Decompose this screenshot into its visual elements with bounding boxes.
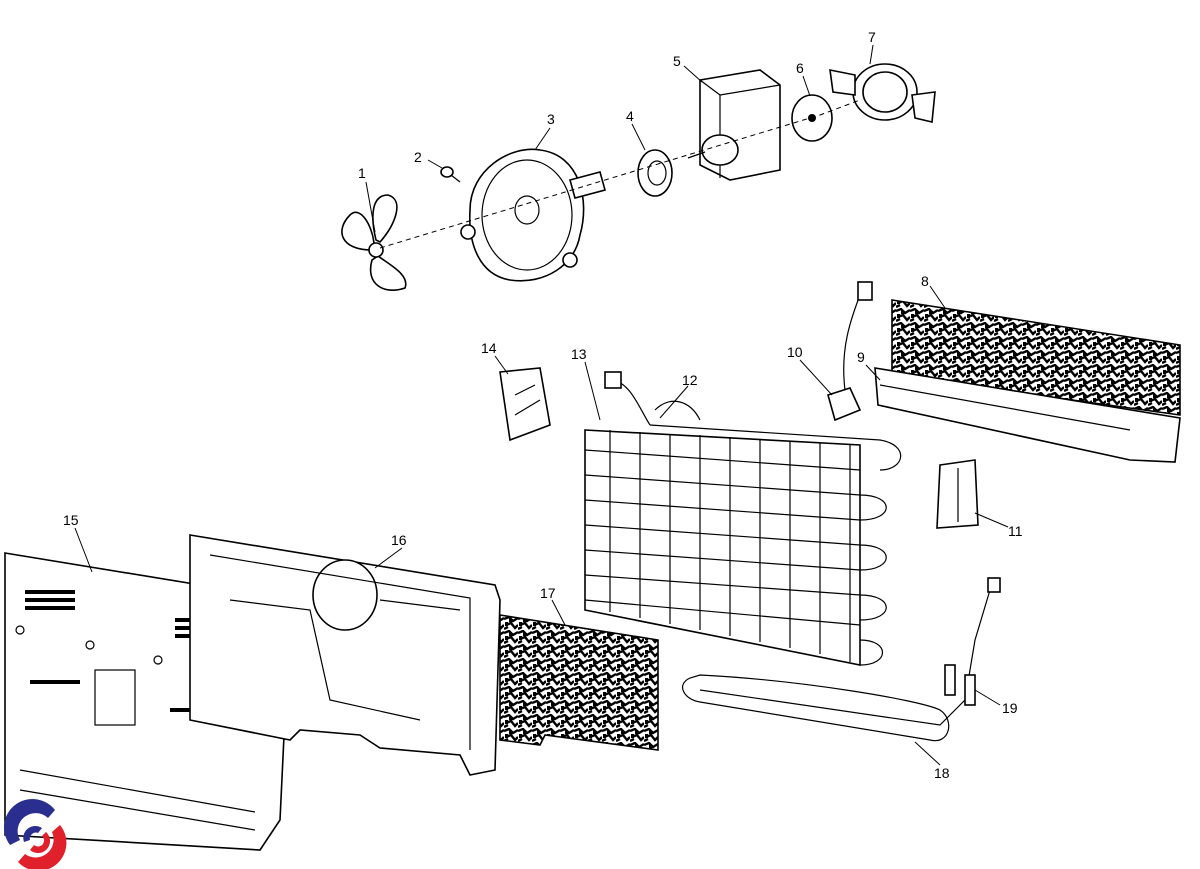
part-evaporator-coil xyxy=(584,371,902,666)
leader-lines xyxy=(74,44,1009,766)
part-motor-bracket xyxy=(460,148,606,282)
callout-5: 5 xyxy=(673,53,681,69)
callout-13: 13 xyxy=(571,346,587,362)
callout-labels: 1 2 3 4 5 6 7 8 9 10 11 12 13 14 15 16 1… xyxy=(63,29,1023,781)
part-foam-block xyxy=(499,367,551,442)
callout-7: 7 xyxy=(868,29,876,45)
callout-6: 6 xyxy=(796,60,804,76)
callout-9: 9 xyxy=(857,349,865,365)
callout-2: 2 xyxy=(414,149,422,165)
callout-19: 19 xyxy=(1002,700,1018,716)
callout-18: 18 xyxy=(934,765,950,781)
part-fan-motor xyxy=(687,69,781,181)
callout-15: 15 xyxy=(63,512,79,528)
callout-16: 16 xyxy=(391,532,407,548)
callout-1: 1 xyxy=(358,165,366,181)
callout-11: 11 xyxy=(1008,523,1023,539)
part-fan-blade xyxy=(341,194,407,291)
part-heater-connector xyxy=(944,664,976,706)
part-screw xyxy=(440,166,461,183)
brand-logo xyxy=(3,798,67,869)
callout-10: 10 xyxy=(787,344,803,360)
part-defrost-thermostat xyxy=(827,281,873,422)
part-cover-insulation xyxy=(499,614,659,751)
callout-8: 8 xyxy=(921,273,929,289)
callout-14: 14 xyxy=(481,340,497,356)
part-mounting-washer xyxy=(791,94,833,142)
callout-4: 4 xyxy=(626,108,634,124)
callout-17: 17 xyxy=(540,585,556,601)
part-clip xyxy=(936,459,979,529)
part-grommet xyxy=(637,149,673,197)
part-drain-trough xyxy=(874,367,1181,463)
part-motor-clamp xyxy=(829,63,936,123)
part-insulation-pad xyxy=(891,299,1181,416)
callout-3: 3 xyxy=(547,111,555,127)
callout-12: 12 xyxy=(682,372,698,388)
assembly-axis-line xyxy=(379,99,861,249)
part-fan-shroud xyxy=(189,534,501,776)
